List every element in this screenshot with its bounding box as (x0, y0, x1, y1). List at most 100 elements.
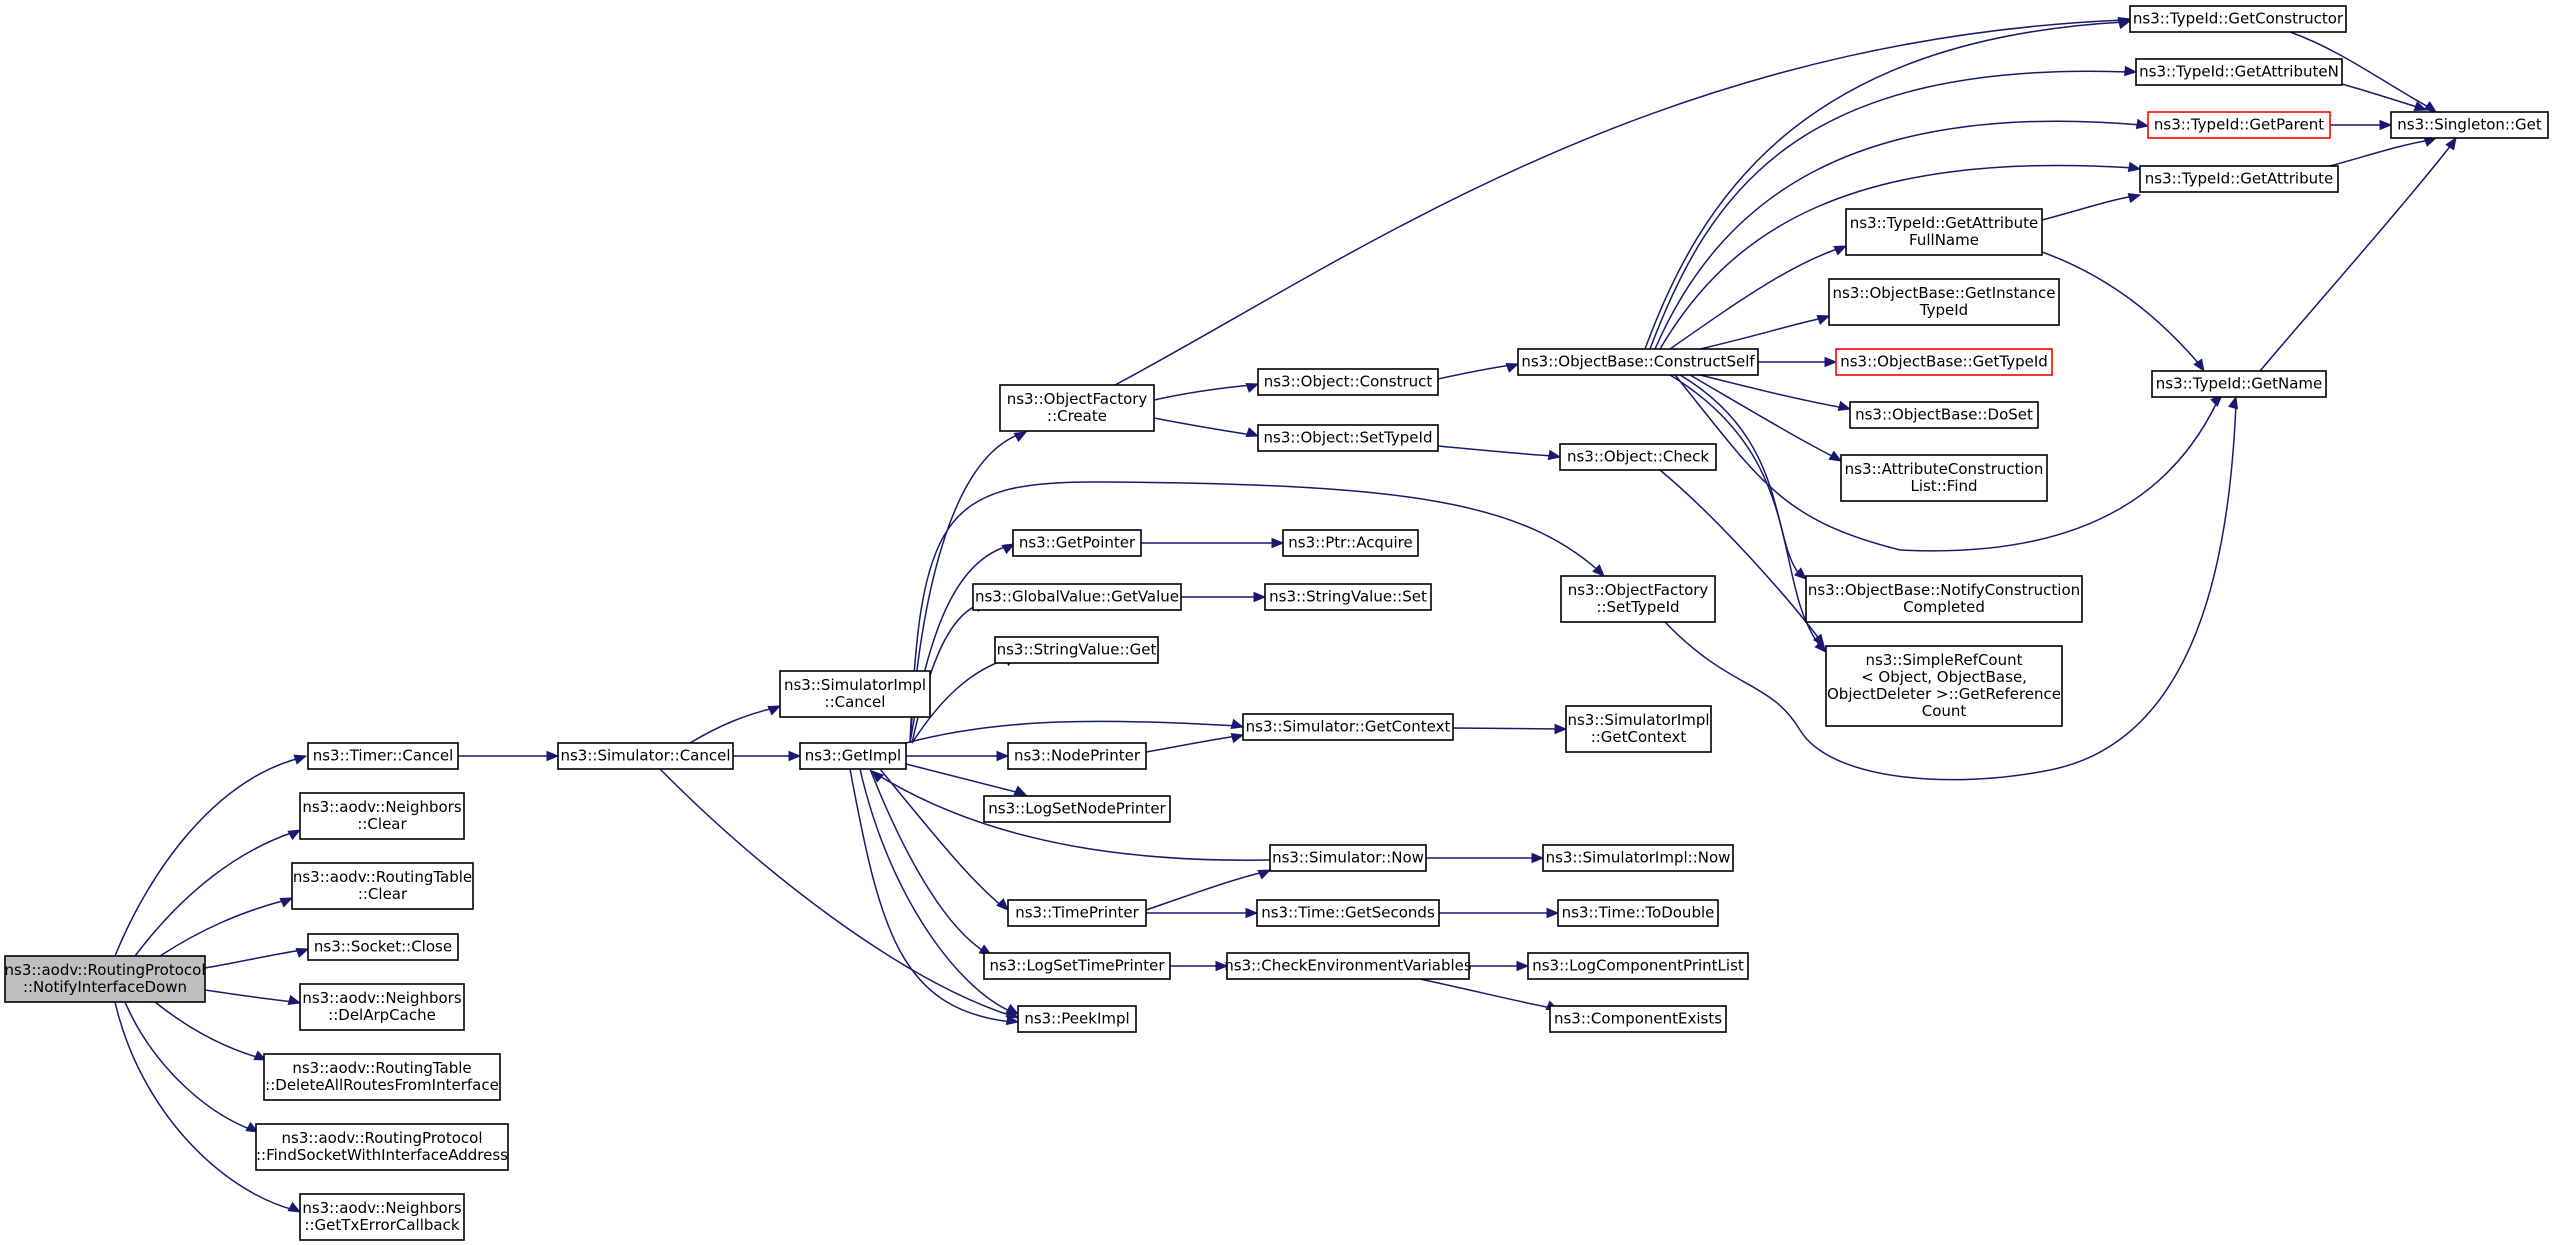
node-timeToDouble[interactable]: ns3::Time::ToDouble (1557, 899, 1719, 927)
edge-root-to-deleteAllRoutes (154, 1001, 268, 1061)
node-label: ns3::Object::Construct (1264, 373, 1433, 391)
node-findSocket[interactable]: ns3::aodv::RoutingProtocol::FindSocketWi… (255, 1123, 509, 1171)
node-label: ns3::LogComponentPrintList (1532, 957, 1744, 975)
edge-root-to-socketClose (204, 948, 310, 969)
node-objConstruct[interactable]: ns3::Object::Construct (1257, 368, 1439, 396)
edge-obConstructSelf-to-obGetTypeId (1758, 356, 1838, 368)
node-ofSetTypeId[interactable]: ns3::ObjectFactory::SetTypeId (1560, 575, 1716, 623)
edge-getPointer-to-ptrAcquire (1141, 537, 1285, 549)
node-logComponentPrintList[interactable]: ns3::LogComponentPrintList (1527, 952, 1749, 980)
node-tidGetAttribute[interactable]: ns3::TypeId::GetAttribute (2139, 165, 2339, 193)
edge-obConstructSelf-to-tidGetAttrFullName (1669, 245, 1848, 350)
edge-tidGetName-to-singletonGet (2259, 136, 2457, 372)
node-simNow[interactable]: ns3::Simulator::Now (1269, 844, 1427, 872)
node-deleteAllRoutes[interactable]: ns3::aodv::RoutingTable::DeleteAllRoutes… (263, 1053, 501, 1101)
node-label: ns3::TimePrinter (1015, 904, 1139, 922)
node-getTxError[interactable]: ns3::aodv::Neighbors::GetTxErrorCallback (299, 1193, 465, 1241)
node-label: ns3::SimulatorImpl (1567, 711, 1709, 729)
edge-obConstructSelf-to-tidGetAttributeN (1649, 65, 2138, 350)
node-label: ns3::TypeId::GetName (2156, 375, 2322, 393)
node-label: ns3::GetPointer (1019, 534, 1136, 552)
edge-simNow-to-simImplNow (1426, 852, 1545, 864)
node-socketClose[interactable]: ns3::Socket::Close (307, 933, 459, 961)
node-label: ns3::TypeId::GetConstructor (2133, 10, 2344, 28)
node-label: ns3::TypeId::GetAttribute (1850, 214, 2038, 232)
node-simImplNow[interactable]: ns3::SimulatorImpl::Now (1542, 844, 1734, 872)
node-timeGetSeconds[interactable]: ns3::Time::GetSeconds (1256, 899, 1440, 927)
node-simImplGetContext[interactable]: ns3::SimulatorImpl::GetContext (1565, 705, 1712, 753)
node-gvGetValue[interactable]: ns3::GlobalValue::GetValue (972, 583, 1182, 611)
node-obNotifyConstruction[interactable]: ns3::ObjectBase::NotifyConstructionCompl… (1805, 575, 2083, 623)
edge-gvGetValue-to-svSet (1181, 591, 1267, 603)
node-getImpl[interactable]: ns3::GetImpl (799, 742, 907, 770)
node-label: ns3::GetImpl (805, 747, 901, 765)
node-label: ns3::SimulatorImpl (784, 676, 926, 694)
node-getPointer[interactable]: ns3::GetPointer (1012, 529, 1142, 557)
node-label: ns3::aodv::Neighbors (302, 989, 462, 1007)
node-obDoSet[interactable]: ns3::ObjectBase::DoSet (1849, 401, 2039, 429)
edge-root-to-findSocket (124, 1001, 260, 1133)
node-obGetTypeId[interactable]: ns3::ObjectBase::GetTypeId (1835, 348, 2053, 376)
edge-objConstruct-to-obConstructSelf (1437, 363, 1520, 380)
node-label: ns3::LogSetTimePrinter (989, 957, 1165, 975)
node-label: Completed (1903, 598, 1985, 616)
node-ptrAcquire[interactable]: ns3::Ptr::Acquire (1282, 529, 1419, 557)
edge-root-to-neighborsClear (134, 829, 302, 957)
node-tidGetName[interactable]: ns3::TypeId::GetName (2151, 370, 2327, 398)
edge-ofCreate-to-objSetTypeId (1153, 417, 1260, 437)
node-peekImpl[interactable]: ns3::PeekImpl (1017, 1005, 1137, 1033)
node-label: ::DeleteAllRoutesFromInterface (265, 1076, 499, 1094)
node-nodePrinter[interactable]: ns3::NodePrinter (1007, 742, 1147, 770)
node-label: ns3::Simulator::Cancel (560, 747, 730, 765)
node-label: ns3::StringValue::Get (997, 641, 1157, 659)
node-ofCreate[interactable]: ns3::ObjectFactory::Create (999, 384, 1155, 432)
node-neighborsDelArp[interactable]: ns3::aodv::Neighbors::DelArpCache (299, 983, 465, 1031)
node-label: ns3::TypeId::GetAttribute (2145, 170, 2333, 188)
node-simCancel[interactable]: ns3::Simulator::Cancel (557, 742, 734, 770)
node-objCheck[interactable]: ns3::Object::Check (1559, 443, 1717, 471)
node-singletonGet[interactable]: ns3::Singleton::Get (2390, 111, 2549, 139)
node-svGet[interactable]: ns3::StringValue::Get (994, 636, 1159, 664)
node-label: ::Clear (357, 815, 407, 833)
node-label: ns3::NodePrinter (1014, 747, 1141, 765)
node-svSet[interactable]: ns3::StringValue::Set (1264, 583, 1432, 611)
node-label: ns3::Socket::Close (314, 938, 452, 956)
edge-nodePrinter-to-simGetContext (1145, 732, 1245, 753)
node-obConstructSelf[interactable]: ns3::ObjectBase::ConstructSelf (1517, 348, 1759, 376)
node-tidGetConstructor[interactable]: ns3::TypeId::GetConstructor (2129, 5, 2347, 33)
node-tidGetParent[interactable]: ns3::TypeId::GetParent (2147, 111, 2331, 139)
node-label: ns3::Simulator::GetContext (1246, 718, 1451, 736)
node-label: TypeId (1919, 301, 1968, 319)
node-srcGetRefCount[interactable]: ns3::SimpleRefCount< Object, ObjectBase,… (1825, 645, 2063, 727)
node-label: ns3::CheckEnvironmentVariables (1224, 957, 1472, 975)
node-label: ns3::PeekImpl (1024, 1010, 1129, 1028)
edge-checkEnv-to-componentExists (1419, 978, 1560, 1011)
node-objSetTypeId[interactable]: ns3::Object::SetTypeId (1257, 424, 1439, 452)
node-timePrinter[interactable]: ns3::TimePrinter (1007, 899, 1147, 927)
edge-ofSetTypeId-to-tidGetName (1664, 395, 2239, 781)
edge-ofCreate-to-tidGetConstructor (1114, 16, 2132, 386)
edge-obConstructSelf-to-tidGetConstructor (1644, 18, 2132, 350)
node-timerCancel[interactable]: ns3::Timer::Cancel (307, 742, 459, 770)
node-componentExists[interactable]: ns3::ComponentExists (1549, 1005, 1727, 1033)
node-root[interactable]: ns3::aodv::RoutingProtocol::NotifyInterf… (4, 955, 206, 1003)
node-tidGetAttributeN[interactable]: ns3::TypeId::GetAttributeN (2135, 58, 2343, 86)
node-logSetTimePrinter[interactable]: ns3::LogSetTimePrinter (983, 952, 1171, 980)
node-simGetContext[interactable]: ns3::Simulator::GetContext (1242, 713, 1454, 741)
node-simImplCancel[interactable]: ns3::SimulatorImpl::Cancel (779, 670, 931, 718)
node-label: ::GetContext (1591, 728, 1687, 746)
node-label: ::GetTxErrorCallback (304, 1216, 459, 1234)
node-logSetNodePrinter[interactable]: ns3::LogSetNodePrinter (983, 795, 1171, 823)
node-label: ns3::ObjectBase::ConstructSelf (1521, 353, 1755, 371)
node-routingTableClear[interactable]: ns3::aodv::RoutingTable::Clear (291, 862, 474, 910)
node-label: FullName (1909, 231, 1979, 249)
node-neighborsClear[interactable]: ns3::aodv::Neighbors::Clear (299, 792, 465, 840)
edge-timeGetSeconds-to-timeToDouble (1439, 907, 1560, 919)
node-checkEnv[interactable]: ns3::CheckEnvironmentVariables (1224, 952, 1472, 980)
node-label: ns3::GlobalValue::GetValue (975, 588, 1179, 606)
edge-root-to-routingTableClear (159, 897, 294, 957)
node-label: ns3::Object::Check (1567, 448, 1709, 466)
